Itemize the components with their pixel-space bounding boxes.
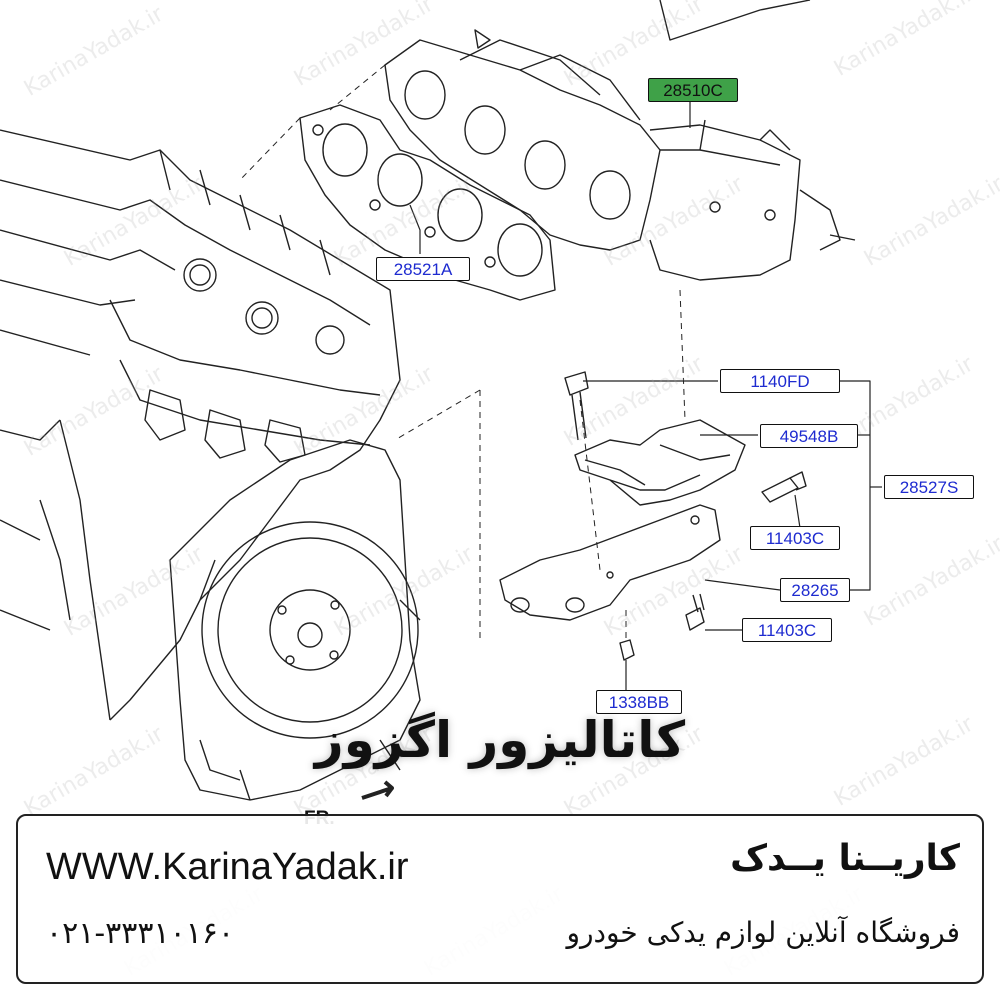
part-label-28521a[interactable]: 28521A xyxy=(376,257,470,281)
shop-info-box: WWW.KarinaYadak.ir ۰۲۱-۳۳۳۱۰۱۶۰ کاریــنا… xyxy=(16,814,984,984)
bolts xyxy=(564,371,807,661)
heat-protector xyxy=(574,419,746,506)
manifold-gasket xyxy=(299,104,556,301)
part-label-28510c[interactable]: 28510C xyxy=(648,78,738,102)
part-label-1338bb[interactable]: 1338BB xyxy=(596,690,682,714)
part-label-28265[interactable]: 28265 xyxy=(780,578,850,602)
part-label-28527s[interactable]: 28527S xyxy=(884,475,974,499)
website-link[interactable]: WWW.KarinaYadak.ir xyxy=(46,846,409,888)
support-bracket xyxy=(499,504,721,621)
part-label-49548b[interactable]: 49548B xyxy=(760,424,858,448)
manifold-catalyst xyxy=(384,0,856,281)
part-label-11403c[interactable]: 11403C xyxy=(742,618,832,642)
diagram-title: کاتالیزور اگزوز xyxy=(314,711,686,769)
flywheel-housing xyxy=(169,439,421,801)
fr-arrow-icon xyxy=(361,780,394,800)
part-label-11403c[interactable]: 11403C xyxy=(750,526,840,550)
alignment-dashes xyxy=(239,64,686,640)
shop-description: فروشگاه آنلاین لوازم یدکی خودرو xyxy=(566,916,960,949)
part-label-1140fd[interactable]: 1140FD xyxy=(720,369,840,393)
shop-name: کاریــنا یــدک xyxy=(730,838,960,879)
phone-number: ۰۲۱-۳۳۳۱۰۱۶۰ xyxy=(46,916,235,951)
engine-block xyxy=(0,129,401,721)
